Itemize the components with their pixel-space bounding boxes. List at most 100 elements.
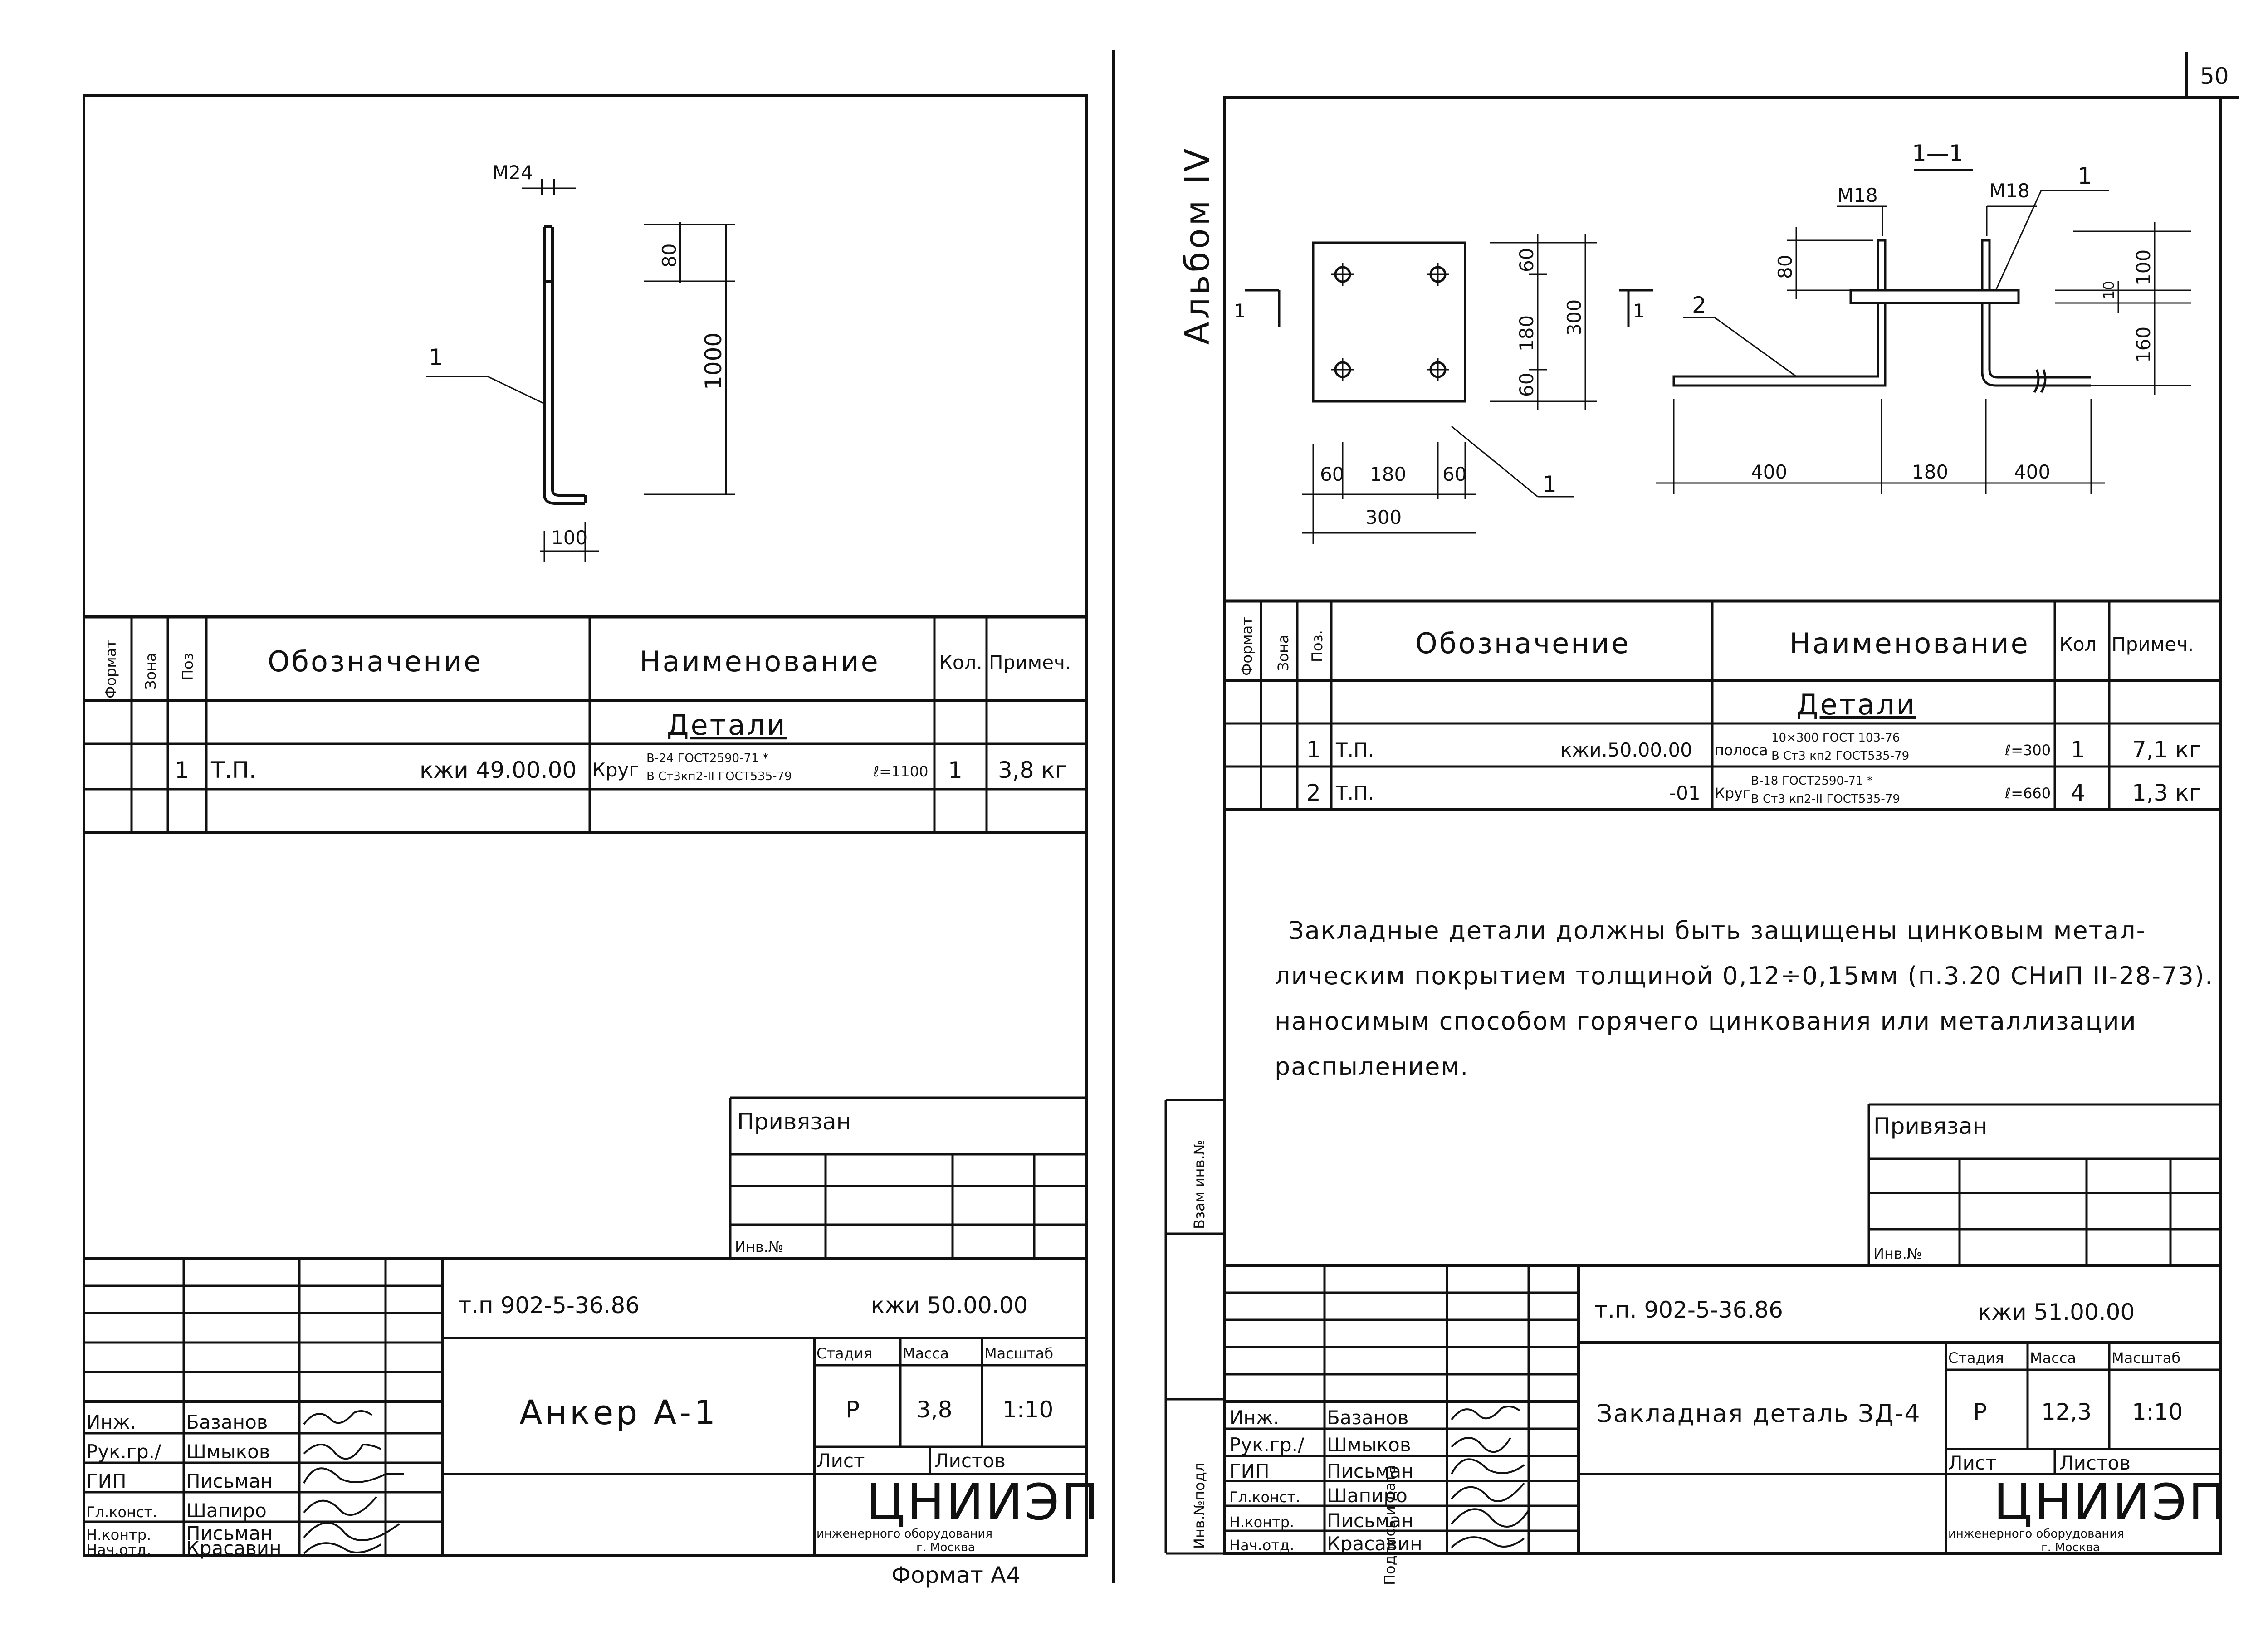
svg-text:лическим покрытием толщиной 0,: лическим покрытием толщиной 0,12÷0,15мм … (1275, 962, 2214, 990)
svg-text:3,8 кг: 3,8 кг (998, 757, 1067, 783)
table-row: 2 Т.П. -01 Круг В-18 ГОСТ2590-71 * В Ст3… (1306, 774, 2201, 806)
r-org-city: г. Москва (2041, 1541, 2100, 1554)
svg-text:В-24 ГОСТ2590-71 *: В-24 ГОСТ2590-71 * (646, 752, 768, 765)
plate-v-60a: 60 (1515, 248, 1538, 272)
svg-text:Письман: Письман (1327, 1509, 1414, 1532)
svg-text:Письман: Письман (1327, 1460, 1414, 1482)
r-doc-code: кжи 51.00.00 (1978, 1299, 2135, 1325)
svg-text:ГИП: ГИП (86, 1470, 127, 1492)
svg-text:В Ст3кп2-II ГОСТ535-79: В Ст3кп2-II ГОСТ535-79 (646, 770, 792, 783)
side-sign-date: Подпись и дата (1381, 1465, 1398, 1585)
col-note: Примеч. (989, 651, 1071, 674)
svg-text:1: 1 (948, 757, 963, 783)
sec-dim-400a: 400 (1751, 461, 1787, 483)
sec-dim-180: 180 (1912, 461, 1948, 483)
svg-text:Нач.отд.: Нач.отд. (1229, 1537, 1294, 1554)
right-title-block (1225, 1264, 2220, 1553)
svg-text:Письман: Письман (186, 1522, 273, 1544)
org-sub: инженерного оборудования (816, 1527, 992, 1541)
doc-number: т.п 902-5-36.86 (458, 1292, 640, 1318)
r-col-note: Примеч. (2112, 633, 2194, 655)
right-frame (1223, 96, 2222, 1555)
svg-text:В-18 ГОСТ2590-71 *: В-18 ГОСТ2590-71 * (1751, 774, 1873, 788)
r-org-name: ЦНИИЭП (1994, 1473, 2228, 1531)
right-spec-table (1225, 599, 2220, 811)
r-sheets-header: Листов (2059, 1452, 2131, 1474)
stage-value: Р (846, 1397, 860, 1423)
doc-code: кжи 50.00.00 (871, 1292, 1028, 1318)
svg-text:Круг: Круг (592, 759, 639, 781)
scale-header: Масштаб (984, 1345, 1053, 1362)
leader-1: 1 (2077, 163, 2092, 189)
r-mass-value: 12,3 (2041, 1399, 2092, 1425)
svg-text:Гл.конст.: Гл.конст. (1229, 1489, 1300, 1506)
bent-bar-right (1981, 303, 2041, 387)
thread-label: М24 (492, 161, 533, 184)
svg-text:В Ст3 кп2 ГОСТ535-79: В Ст3 кп2 ГОСТ535-79 (1771, 749, 1909, 763)
svg-text:1: 1 (2071, 737, 2085, 763)
col-qty: Кол. (939, 651, 982, 674)
r-col-qty: Кол (2059, 633, 2097, 655)
r-scale-value: 1:10 (2132, 1399, 2183, 1425)
side-vzam-inv: Взам инв.№ (1191, 1140, 1208, 1229)
svg-text:наносимым способом горячего ци: наносимым способом горячего цинкования и… (1275, 1007, 2137, 1035)
mass-header: Масса (903, 1345, 949, 1362)
sec-dim-80: 80 (1774, 255, 1796, 279)
plate-dim-60b: 60 (1442, 463, 1466, 485)
svg-text:1: 1 (175, 757, 189, 783)
bent-bar-left (1672, 303, 1887, 387)
left-sheet (83, 50, 1115, 1583)
sec-dim-400b: 400 (2014, 461, 2050, 483)
left-frame (83, 94, 1088, 1557)
people-list: Инж. Базанов Рук.гр./ Шмыков ГИП Письман… (86, 1411, 282, 1559)
svg-text:7,1 кг: 7,1 кг (2132, 737, 2201, 763)
page-number: 50 (2200, 63, 2229, 89)
svg-text:10×300 ГОСТ 103-76: 10×300 ГОСТ 103-76 (1771, 731, 1900, 745)
col-pos: Поз (179, 653, 196, 680)
svg-text:Базанов: Базанов (186, 1411, 268, 1433)
svg-text:В Ст3 кп2-II ГОСТ535-79: В Ст3 кп2-II ГОСТ535-79 (1751, 792, 1900, 806)
privyazan-label: Привязан (737, 1108, 851, 1135)
section-details: Детали (667, 708, 787, 742)
svg-text:полоса: полоса (1715, 742, 1768, 759)
svg-text:ℓ=1100: ℓ=1100 (873, 763, 928, 780)
r-section-details: Детали (1796, 688, 1916, 721)
svg-text:Шапиро: Шапиро (186, 1499, 267, 1522)
org-name: ЦНИИЭП (866, 1473, 1100, 1531)
sheet-header: Лист (816, 1450, 865, 1472)
r-col-pos: Поз. (1309, 630, 1326, 662)
dim-1000: 1000 (700, 332, 727, 390)
side-inv-podl: Инв.№подл (1191, 1463, 1208, 1549)
r-col-designation: Обозначение (1415, 627, 1630, 660)
plate-dim-60a: 60 (1320, 463, 1344, 485)
svg-text:Круг: Круг (1715, 785, 1750, 802)
r-drawing-title: Закладная деталь ЗД-4 (1597, 1399, 1921, 1428)
svg-text:Т.П.: Т.П. (1335, 739, 1374, 761)
r-mass-header: Масса (2030, 1349, 2076, 1367)
left-anchor-drawing (426, 179, 735, 562)
album-label: Альбом IV (1178, 146, 1217, 345)
r-col-format: Формат (1238, 617, 1256, 676)
right-privyazan-block (1867, 1103, 2220, 1265)
svg-text:Н.контр.: Н.контр. (1229, 1514, 1294, 1531)
signatures (303, 1410, 404, 1554)
svg-text:Гл.конст.: Гл.конст. (86, 1504, 157, 1521)
mass-value: 3,8 (916, 1397, 953, 1423)
svg-text:Шмыков: Шмыков (186, 1441, 270, 1463)
svg-text:Письман: Письман (186, 1470, 273, 1492)
svg-text:распылением.: распылением. (1275, 1052, 1469, 1081)
svg-text:ℓ=660: ℓ=660 (2004, 785, 2051, 802)
r-inv-no-label: Инв.№ (1873, 1245, 1922, 1262)
svg-text:Нач.отд.: Нач.отд. (86, 1541, 151, 1558)
left-spec-table (84, 615, 1086, 834)
r-scale-header: Масштаб (2112, 1349, 2180, 1367)
svg-text:-01: -01 (1669, 782, 1701, 804)
right-sheet (1223, 52, 2239, 1555)
table-row: 1 Т.П. кжи 49.00.00 Круг В-24 ГОСТ2590-7… (175, 752, 1067, 783)
plate-v-180: 180 (1515, 315, 1538, 352)
anchor-hook (543, 494, 585, 505)
plate-dim-300: 300 (1365, 506, 1402, 528)
r-stage-header: Стадия (1948, 1349, 2004, 1367)
plate-dim-180: 180 (1370, 463, 1406, 485)
svg-text:ГИП: ГИП (1229, 1460, 1270, 1482)
